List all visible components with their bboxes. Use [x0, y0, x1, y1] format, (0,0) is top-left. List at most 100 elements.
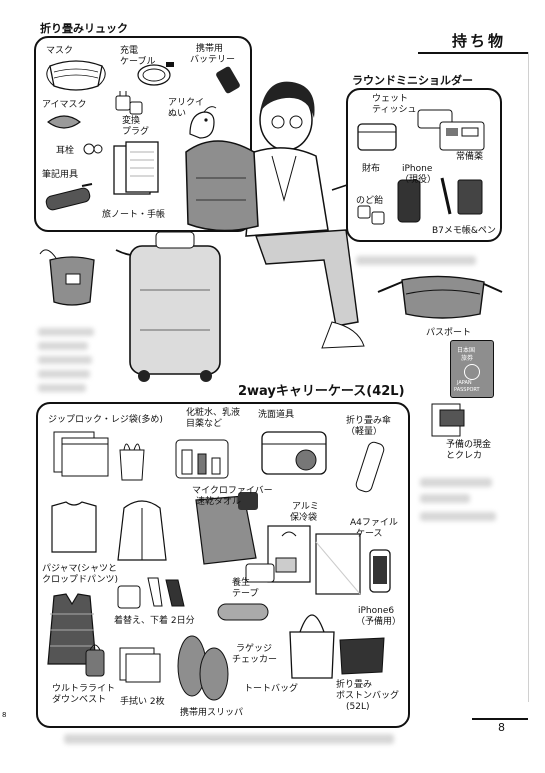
earplug-icon [83, 143, 103, 155]
blurred-text [38, 356, 92, 364]
suitcase-heading: 2wayキャリーケース(42L) [238, 384, 405, 399]
boston-label-2: ボストンバッグ [336, 691, 400, 701]
pouch-icon [85, 644, 105, 677]
plug-label-1: 変換 [122, 116, 141, 126]
battery-label-1: 携帯用 [196, 44, 224, 54]
stationery-label: 筆記用具 [42, 170, 79, 180]
cable-label-1: 充電 [120, 46, 139, 56]
tissue-label-1: ウェット [372, 94, 409, 104]
a4-label-1: A4ファイル [350, 518, 398, 528]
cash-label-1: 予備の現金 [446, 440, 492, 450]
shopping-bag-icon [119, 443, 145, 481]
scale-label-2: チェッカー [232, 655, 278, 665]
blurred-text [420, 494, 470, 503]
hoodie-icon [117, 500, 167, 561]
handtowel-label: 手拭い 2枚 [120, 697, 165, 707]
passport-label: パスポート [426, 328, 472, 338]
cosmetics-icon [175, 439, 229, 479]
pajama-label-1: パジャマ(シャツと [42, 564, 118, 574]
passport-book: 日本国 旅券 JAPAN PASSPORT [450, 340, 494, 398]
footer-left-number: 8 [2, 711, 7, 719]
header-rule [418, 52, 528, 54]
earplug-label: 耳栓 [56, 146, 75, 156]
slippers-icon [177, 635, 229, 701]
passport-cover-text: PASSPORT [454, 387, 480, 393]
tote-bag-icon [289, 614, 335, 679]
boston-label-3: (52L) [346, 702, 370, 712]
totebag-label: トートバッグ [244, 684, 299, 694]
ziploc-icon [53, 431, 109, 477]
traveler-illustration [115, 81, 365, 382]
blurred-text [64, 734, 394, 744]
tape-label-1: 養生 [232, 578, 251, 588]
a4-case-icon [315, 533, 361, 595]
towel-label-1: マイクロファイバー [192, 486, 273, 496]
shirt-icon [51, 501, 97, 553]
cosmetics-label-1: 化粧水、乳液 [186, 408, 241, 418]
cosmetics-label-2: 目薬など [186, 419, 223, 429]
blurred-text [420, 512, 496, 521]
plush-label-1: アリクイ [168, 98, 205, 108]
battery-icon [216, 66, 240, 94]
cooler-label-1: アルミ [292, 502, 319, 512]
umbrella-label-1: 折り畳み傘 [346, 416, 392, 426]
iphone-label-2: （現役） [400, 175, 437, 185]
luggage-scale-icon [217, 603, 269, 621]
candy-icon [357, 205, 385, 225]
battery-label-2: バッテリー [190, 55, 236, 65]
tape-icon [245, 563, 275, 583]
section-title: 持ち物 [452, 32, 507, 50]
cash-card-icon [431, 403, 465, 437]
cash-label-2: とクレカ [446, 451, 483, 461]
plush-label-2: ぬい [168, 109, 187, 119]
tissue-label-2: ティッシュ [372, 105, 417, 115]
passport-emblem [464, 364, 480, 380]
wallet-label: 財布 [362, 164, 381, 174]
blurred-text [356, 256, 476, 265]
umbrella-label-2: （軽量） [346, 427, 383, 437]
boston-bag-icon [339, 637, 385, 675]
iphone6-icon [369, 549, 391, 593]
eye-mask-icon [47, 115, 81, 129]
tissue-icon [417, 109, 485, 151]
eye-mask-label: アイマスク [42, 100, 87, 110]
hand-towel-icon [119, 647, 161, 683]
cable-label-2: ケーブル [120, 57, 156, 67]
down-label-1: ウルトラライト [52, 684, 116, 694]
towel-icon [195, 492, 258, 565]
cooler-label-2: 保冷袋 [290, 513, 318, 523]
blurred-text [38, 370, 90, 378]
umbrella-icon [355, 441, 385, 493]
page-margin-line [528, 52, 529, 702]
footer-rule [472, 718, 528, 720]
ziploc-label: ジップロック・レジ袋(多め) [48, 415, 163, 425]
blurred-text [38, 328, 94, 336]
underwear-icon [117, 577, 185, 609]
passport-cover-text: JAPAN [457, 380, 472, 386]
shoulder-heading: ラウンドミニショルダー [352, 74, 473, 87]
medicine-label: 常備薬 [456, 152, 484, 162]
slippers-label: 携帯用スリッパ [180, 708, 244, 718]
blurred-text [420, 478, 492, 487]
page-number: 8 [498, 721, 505, 734]
candy-label: のど飴 [356, 196, 384, 206]
blurred-text [38, 342, 88, 350]
tape-label-2: テープ [232, 589, 259, 599]
memo-label: B7メモ帳&ペン [432, 226, 496, 236]
mask-label: マスク [46, 46, 74, 56]
passport-cover-text: 旅券 [461, 355, 474, 362]
notebook-label: 旅ノート・手帳 [102, 210, 166, 220]
towel-label-2: 速乾タオル [196, 497, 242, 507]
underwear-label: 着替え、下着 2日分 [114, 616, 195, 626]
passport-cover-text: 日本国 [457, 347, 476, 354]
memo-pen-icon [440, 177, 483, 215]
plug-label-2: プラグ [122, 127, 150, 137]
boston-label-1: 折り畳み [336, 680, 373, 690]
cooler-bag-icon [267, 525, 311, 583]
cable-icon [137, 62, 174, 86]
toiletries-label: 洗面道具 [258, 410, 295, 420]
pajama-label-2: クロップドパンツ) [42, 575, 118, 585]
blurred-text [38, 384, 86, 392]
iphone6-label-2: （予備用） [356, 617, 402, 627]
anteater-plush-icon [189, 106, 217, 139]
